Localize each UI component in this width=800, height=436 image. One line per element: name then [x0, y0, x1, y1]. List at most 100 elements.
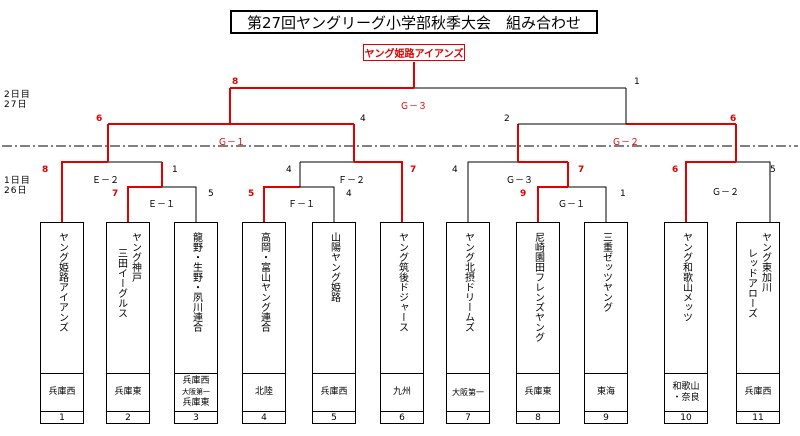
score-semiR-right: 6: [730, 114, 737, 124]
line-g2-right: [736, 161, 771, 222]
day2-label-line2: 27日: [4, 100, 28, 110]
score-e1-left: 7: [112, 189, 119, 199]
team-name-line: 尼崎園田フレンズヤング: [532, 232, 544, 342]
team-name: 三重ゼッツヤング: [584, 222, 628, 373]
team-card: 高岡・富山ヤング連合 北陸 4: [242, 222, 286, 424]
team-name-line: 龍野・生野・夙川連合: [190, 232, 202, 332]
team-number: 7: [446, 411, 490, 424]
team-card: 三重ゼッツヤング 東海 9: [584, 222, 628, 424]
team-area-line: 北陸: [254, 387, 273, 397]
team-number: 2: [106, 411, 150, 424]
score-e2-left: 8: [42, 165, 49, 175]
team-area: 大阪第一: [446, 373, 490, 411]
team-area: 兵庫東: [106, 373, 150, 411]
page-title: 第27回ヤングリーグ小学部秋季大会 組み合わせ: [230, 10, 598, 34]
team-card: ヤング東加川 レッドアローズ 兵庫西 11: [736, 222, 780, 424]
score-semiL-left: 6: [96, 114, 103, 124]
score-g2-right: 5: [770, 165, 776, 175]
team-area-line: 和歌山: [672, 381, 700, 392]
champion-box: ヤング姫路アイアンズ: [363, 44, 465, 61]
game-label-final: Ｇ－３: [400, 102, 428, 112]
team-area: 九州: [380, 373, 424, 411]
team-name-line: ヤング神戸: [129, 232, 141, 282]
score-e2-right: 1: [172, 165, 178, 175]
team-name-line: ヤング筑後ドジャース: [396, 232, 408, 332]
day1-label: 1日目 26日: [4, 176, 31, 196]
team-area: 兵庫東: [516, 373, 560, 411]
score-semiL-right: 4: [360, 114, 366, 124]
game-label-f1: Ｆ－１: [288, 200, 316, 210]
game-label-f2: Ｆ－２: [338, 176, 366, 186]
team-area-line: 兵庫東: [114, 387, 142, 397]
line-team7: [467, 161, 518, 222]
score-f1-right: 4: [346, 189, 352, 199]
team-number: 4: [242, 411, 286, 424]
team-name-line: 三田イーグルス: [115, 248, 127, 318]
team-card: ヤング筑後ドジャース 九州 6: [380, 222, 424, 424]
score-f1-left: 5: [248, 189, 255, 199]
line-team4: [263, 186, 300, 222]
team-number: 6: [380, 411, 424, 424]
team-area: 東海: [584, 373, 628, 411]
team-name: 高岡・富山ヤング連合: [242, 222, 286, 373]
line-e1-right: [162, 186, 197, 222]
line-team2: [127, 186, 162, 222]
team-area-line: 兵庫東: [524, 387, 552, 397]
line-team1: [61, 161, 108, 222]
team-area-line: 大阪第一: [452, 388, 484, 397]
team-name: ヤング姫路アイアンズ: [40, 222, 84, 373]
score-g2-left: 6: [672, 165, 679, 175]
team-name: ヤング和歌山メッツ: [664, 222, 708, 373]
team-area-line: 九州: [392, 387, 411, 397]
team-name-line: ヤング姫路アイアンズ: [56, 232, 68, 332]
score-semiR-left: 2: [504, 114, 510, 124]
game-label-g1-day1: Ｇ－１: [558, 200, 586, 210]
day2-label: 2日目 27日: [4, 90, 31, 110]
game-label-semi-right: Ｇ－２: [612, 138, 640, 148]
score-g3-left: 4: [452, 165, 458, 175]
team-card: 龍野・生野・夙川連合 兵庫西 大阪第一 兵庫東 3: [174, 222, 218, 424]
team-name: 尼崎園田フレンズヤング: [516, 222, 560, 373]
game-label-e2: Ｅ－２: [92, 176, 120, 186]
team-number: 1: [40, 411, 84, 424]
team-area-line: ・奈良: [672, 392, 700, 403]
team-name: ヤング北摂ドリームズ: [446, 222, 490, 373]
game-label-semi-left: Ｇ－１: [218, 138, 246, 148]
team-area-line: 兵庫西: [48, 387, 76, 397]
game-label-g3-day1: Ｇ－３: [506, 176, 534, 186]
team-name-line: ヤング東加川: [759, 232, 771, 292]
team-number: 8: [516, 411, 560, 424]
team-number: 3: [174, 411, 218, 424]
team-name: ヤング東加川 レッドアローズ: [736, 222, 780, 373]
team-name: 龍野・生野・夙川連合: [174, 222, 218, 373]
team-area: 和歌山 ・奈良: [664, 373, 708, 411]
team-name-line: 三重ゼッツヤング: [600, 232, 612, 312]
team-name: ヤング神戸 三田イーグルス: [106, 222, 150, 373]
score-f2-left: 4: [286, 165, 292, 175]
team-number: 5: [312, 411, 356, 424]
team-name-line: 山陽ヤング姫路: [328, 232, 340, 302]
day1-label-line2: 26日: [4, 186, 28, 196]
page-title-text: 第27回ヤングリーグ小学部秋季大会 組み合わせ: [246, 13, 582, 32]
team-area-line: 兵庫西: [320, 387, 348, 397]
team-card: 尼崎園田フレンズヤング 兵庫東 8: [516, 222, 560, 424]
team-card: ヤング和歌山メッツ 和歌山 ・奈良 10: [664, 222, 708, 424]
team-card: ヤング北摂ドリームズ 大阪第一 7: [446, 222, 490, 424]
team-name-line: レッドアローズ: [745, 248, 757, 318]
line-f1-right: [300, 186, 335, 222]
team-card: ヤング姫路アイアンズ 兵庫西 1: [40, 222, 84, 424]
team-number: 10: [664, 411, 708, 424]
score-g1-right: 1: [620, 189, 626, 199]
score-final-left: 8: [232, 77, 239, 87]
team-name: ヤング筑後ドジャース: [380, 222, 424, 373]
team-area-line: 大阪第一: [182, 388, 210, 396]
team-area: 兵庫西: [40, 373, 84, 411]
score-g3-right: 7: [578, 165, 585, 175]
line-team10: [685, 161, 736, 222]
day2-label-line1: 2日目: [4, 90, 31, 100]
score-f2-right: 7: [410, 165, 417, 175]
team-number: 9: [584, 411, 628, 424]
game-label-e1: Ｅ－１: [148, 200, 176, 210]
